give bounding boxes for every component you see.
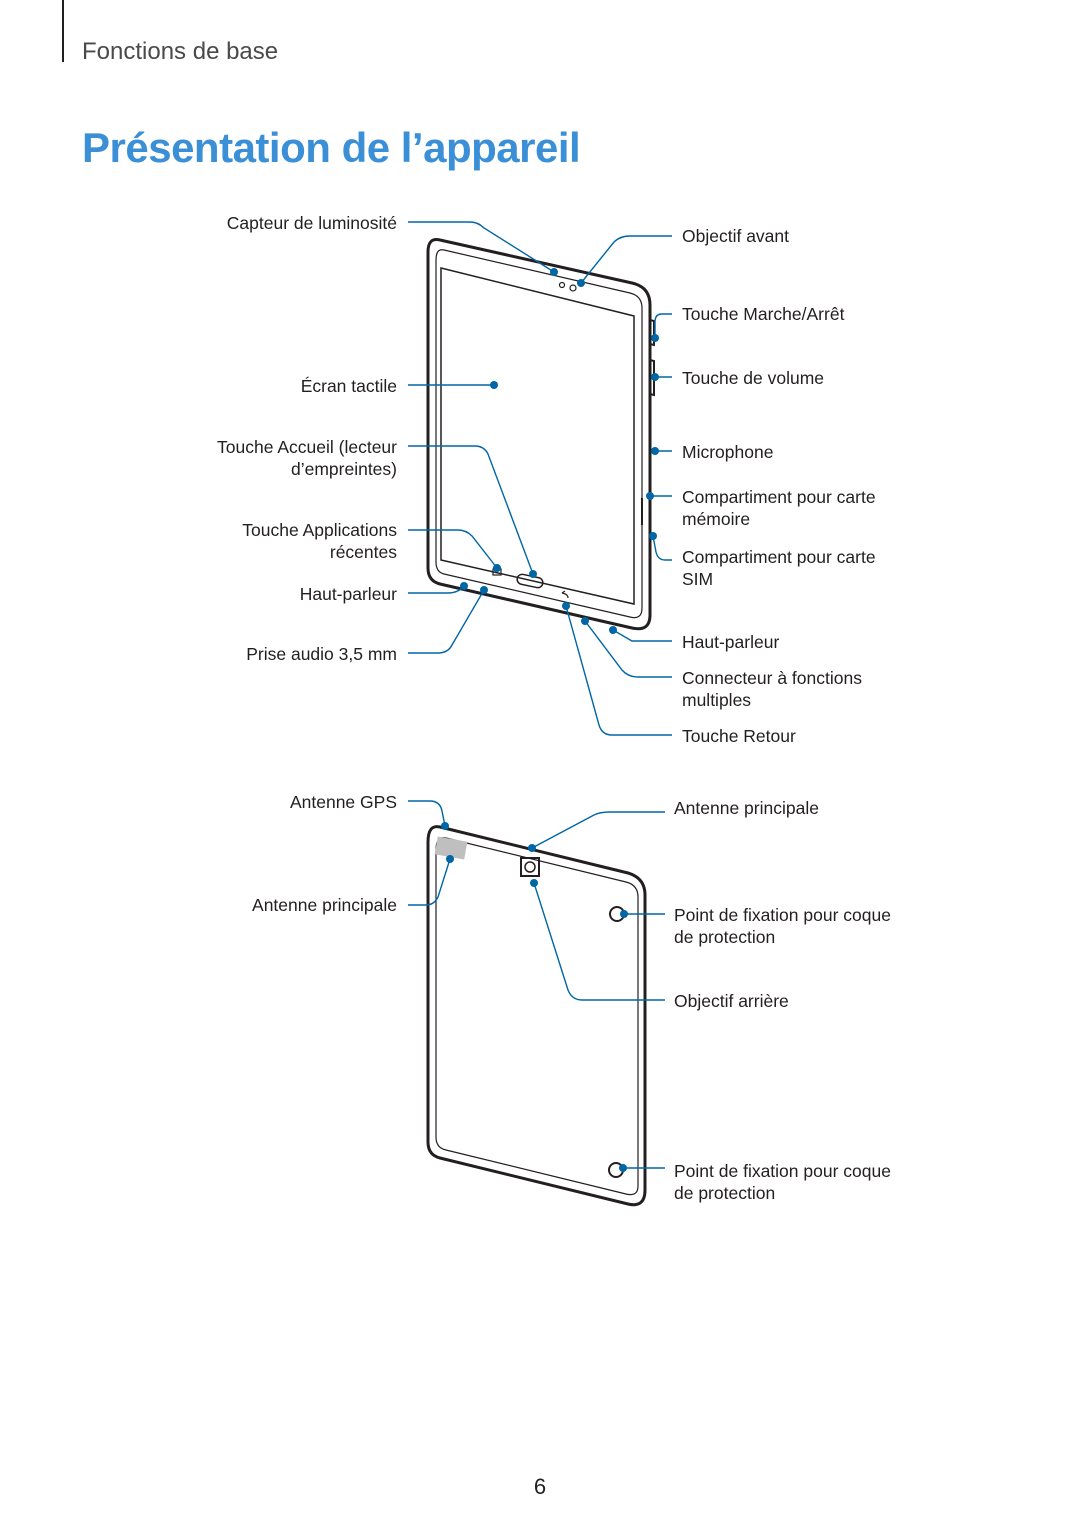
callout-dots [441, 268, 659, 1172]
label-gps-antenna: Antenne GPS [289, 792, 397, 812]
label-rear-camera: Objectif arrière [674, 991, 789, 1011]
label-cover-point-bottom: Point de fixation pour coque de protecti… [674, 1160, 891, 1204]
tablet-back [426, 825, 647, 1207]
label-connector-line2: multiples [682, 690, 752, 710]
label-main-antenna-left: Antenne principale [252, 895, 397, 915]
label-cover-point-bottom-line1: Point de fixation pour coque [674, 1161, 891, 1181]
label-touchscreen: Écran tactile [300, 376, 397, 396]
label-recent-apps-line2: récentes [329, 542, 397, 562]
label-front-camera: Objectif avant [682, 226, 789, 246]
label-home-key-line2: d’empreintes) [290, 459, 397, 479]
tablet-front [426, 238, 655, 631]
label-cover-point-top: Point de fixation pour coque de protecti… [674, 904, 891, 948]
label-connector-line1: Connecteur à fonctions [682, 668, 862, 688]
label-home-key-line1: Touche Accueil (lecteur [217, 437, 397, 457]
label-audio-jack: Prise audio 3,5 mm [246, 644, 397, 664]
label-sim-tray: Compartiment pour carte SIM [682, 546, 876, 590]
header-rule [62, 0, 64, 62]
label-memory-tray: Compartiment pour carte mémoire [682, 486, 876, 530]
label-recent-apps: Touche Applications récentes [242, 519, 397, 563]
label-microphone: Microphone [682, 442, 774, 462]
label-light-sensor: Capteur de luminosité [226, 213, 397, 233]
label-main-antenna-right: Antenne principale [674, 798, 819, 818]
label-cover-point-bottom-line2: de protection [674, 1183, 776, 1203]
label-power-key: Touche Marche/Arrêt [682, 304, 845, 324]
label-speaker-left: Haut-parleur [299, 584, 397, 604]
label-recent-apps-line1: Touche Applications [242, 520, 397, 540]
section-title: Fonctions de base [82, 38, 279, 65]
label-speaker-right: Haut-parleur [682, 632, 780, 652]
label-sim-tray-line2: SIM [682, 569, 714, 589]
callout-lines [408, 221, 672, 1169]
label-memory-tray-line1: Compartiment pour carte [682, 487, 876, 507]
label-volume-key: Touche de volume [682, 368, 825, 388]
label-sim-tray-line1: Compartiment pour carte [682, 547, 876, 567]
label-connector: Connecteur à fonctions multiples [682, 667, 862, 711]
page-title: Présentation de l’appareil [82, 124, 581, 171]
label-cover-point-top-line2: de protection [674, 927, 776, 947]
label-cover-point-top-line1: Point de fixation pour coque [674, 905, 891, 925]
label-home-key: Touche Accueil (lecteur d’empreintes) [217, 436, 397, 480]
label-memory-tray-line2: mémoire [682, 509, 751, 529]
page-number: 6 [533, 1474, 547, 1499]
label-back-key: Touche Retour [682, 726, 796, 746]
